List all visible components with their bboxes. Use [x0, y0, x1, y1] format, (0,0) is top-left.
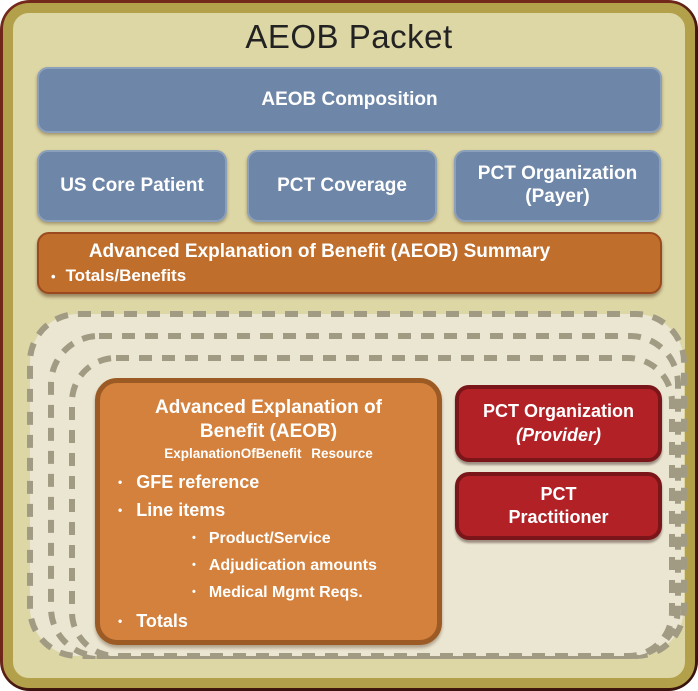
- bullet-icon: [192, 532, 196, 544]
- sub-bullet-product-service: Product/Service: [100, 530, 437, 548]
- pct-coverage-label: PCT Coverage: [277, 174, 407, 196]
- page-title: AEOB Packet: [245, 18, 453, 55]
- bullet-totals: Totals: [100, 611, 437, 632]
- pct-organization-provider-box: PCT Organization (Provider): [455, 385, 662, 462]
- aeob-detail-box: Advanced Explanation of Benefit (AEOB) E…: [95, 378, 442, 645]
- sub-bullet-medical-mgmt-reqs: Medical Mgmt Reqs.: [100, 584, 437, 602]
- aeob-detail-subtitle: ExplanationOfBenefit Resource: [164, 445, 373, 461]
- pct-organization-payer-box: PCT Organization (Payer): [454, 150, 661, 222]
- bullet-gfe-reference: GFE reference: [100, 472, 437, 493]
- pct-practitioner-line1: PCT: [540, 483, 577, 504]
- summary-bullet-row: Totals/Benefits: [39, 266, 660, 286]
- bullet-icon: [192, 586, 196, 598]
- bullet-line-items-label: Line items: [136, 499, 226, 520]
- aeob-detail-bullets: GFE reference Line items Product/Service…: [100, 472, 437, 632]
- pct-organization-provider-line1: PCT Organization: [482, 401, 634, 422]
- bullet-gfe-reference-label: GFE reference: [136, 471, 260, 492]
- bullet-icon: [118, 475, 122, 489]
- pct-organization-provider-line2: (Provider): [515, 424, 602, 445]
- aeob-composition-label: AEOB Composition: [261, 88, 438, 110]
- sub-bullet-product-service-label: Product/Service: [208, 529, 331, 547]
- bullet-line-items: Line items: [100, 500, 437, 521]
- us-core-patient-label: US Core Patient: [60, 174, 204, 196]
- aeob-composition-box: AEOB Composition: [37, 67, 662, 133]
- sub-bullet-medical-mgmt-reqs-label: Medical Mgmt Reqs.: [208, 583, 363, 601]
- sub-bullet-adjudication-amounts: Adjudication amounts: [100, 557, 437, 575]
- pct-organization-payer-line2: (Payer): [525, 186, 590, 207]
- bullet-icon: [192, 559, 196, 571]
- bullet-icon: [118, 614, 122, 628]
- aeob-summary-title: Advanced Explanation of Benefit (AEOB) S…: [88, 241, 551, 262]
- aeob-detail-title: Advanced Explanation of Benefit (AEOB): [155, 397, 382, 442]
- sub-bullet-adjudication-amounts-label: Adjudication amounts: [208, 556, 377, 574]
- bullet-icon: [118, 503, 122, 517]
- bullet-totals-label: Totals: [136, 610, 188, 631]
- us-core-patient-box: US Core Patient: [37, 150, 227, 222]
- summary-bullet-label: Totals/Benefits: [65, 266, 187, 285]
- pct-practitioner-line2: Practitioner: [508, 507, 609, 527]
- pct-practitioner-box: PCT Practitioner: [455, 472, 662, 540]
- aeob-summary-box: Advanced Explanation of Benefit (AEOB) S…: [37, 232, 662, 294]
- pct-coverage-box: PCT Coverage: [247, 150, 437, 222]
- pct-organization-payer-line1: PCT Organization: [477, 163, 638, 185]
